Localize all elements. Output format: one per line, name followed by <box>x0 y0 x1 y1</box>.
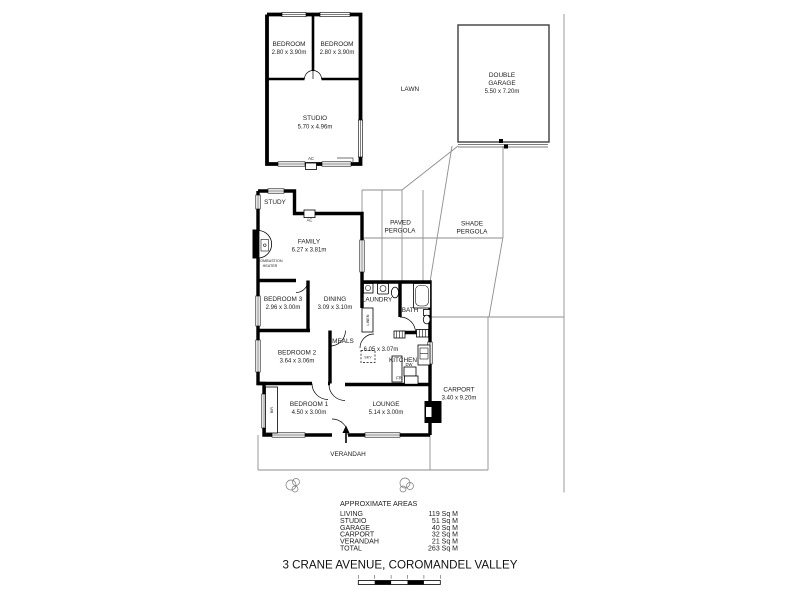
carport-dims: 3.40 x 9.20m <box>442 396 477 402</box>
house-exterior-walls <box>256 189 432 437</box>
dining-dims: 3.09 x 3.10m <box>318 305 353 311</box>
bir-label: BIR <box>270 407 274 413</box>
areas-header: APPROXIMATE AREAS <box>340 499 418 508</box>
study-label: STUDY <box>264 199 286 206</box>
kitchen-label: KITCHEN <box>389 357 417 364</box>
pergola-site-lines <box>361 145 504 318</box>
fridge-box <box>404 375 419 385</box>
laundry-label: LAUNDRY <box>362 297 393 304</box>
studio-ac-unit <box>305 162 317 170</box>
lawn-label: LAWN <box>401 86 420 93</box>
area-row-label: TOTAL <box>340 546 362 553</box>
scale-bar-ticks <box>358 575 441 579</box>
shade-pergola-label-1: SHADE <box>461 221 483 228</box>
areas-table: APPROXIMATE AREAS LIVING 119 Sq M STUDIO… <box>340 499 458 553</box>
dishwasher-box <box>403 366 417 377</box>
bedroom1-dims: 4.50 x 3.00m <box>292 410 327 416</box>
combustion-heater <box>252 229 273 259</box>
studio-bedroom-left-label: BEDROOM <box>272 41 305 48</box>
lounge-label: LOUNGE <box>373 401 400 408</box>
area-row-value: 263 Sq M <box>428 546 458 553</box>
built-in-robe <box>265 386 278 434</box>
door-swing-arcs <box>295 280 416 436</box>
main-house: COMBUSTION HEATER AC LINEN BIR <box>252 188 442 443</box>
bedroom1-label: BEDROOM 1 <box>290 401 329 408</box>
studio-label: STUDIO <box>303 115 327 122</box>
garage-label-1: DOUBLE <box>489 72 515 79</box>
area-row-label: STUDIO <box>340 518 367 525</box>
carport-label: CARPORT <box>443 387 474 394</box>
scale-bar-segment <box>374 580 392 585</box>
garage-dims: 5.50 x 7.20m <box>485 89 520 95</box>
scale-bar <box>357 575 441 585</box>
entry-door-arrow <box>342 425 350 443</box>
area-row-value: 32 Sq M <box>432 532 458 539</box>
garage-door-mark-2 <box>504 144 508 149</box>
bath-fixtures <box>390 283 431 325</box>
paved-pergola-label-1: PAVED <box>390 220 411 227</box>
house-interior-walls <box>258 278 430 387</box>
dining-label: DINING <box>324 296 346 303</box>
bedroom2-dims: 3.64 x 3.06m <box>280 359 315 365</box>
double-garage: DOUBLE GARAGE 5.50 x 7.20m <box>457 24 550 149</box>
laundry-fixtures <box>363 283 389 295</box>
site-layer: LAWN PAVED PERGOLA SHADE PERGOLA CARPORT… <box>257 14 565 493</box>
fridge-label: FR <box>396 376 402 381</box>
garage-outline <box>457 24 550 143</box>
garden-tree-left <box>285 478 300 493</box>
carport-verandah-lines <box>257 316 564 471</box>
garden-tree-right <box>399 477 414 493</box>
scale-bar-outline <box>357 580 441 585</box>
studio-double-door-arch <box>304 70 322 80</box>
area-row-label: VERANDAH <box>340 539 379 546</box>
page-title: 3 CRANE AVENUE, COROMANDEL VALLEY <box>283 559 518 572</box>
studio-ac-label: AC <box>308 156 314 161</box>
dishwasher-label: DW <box>406 362 413 367</box>
studio-interior-walls <box>267 14 361 81</box>
linen-label: LINEN <box>366 314 370 325</box>
combustion-heater-label-2: HEATER <box>263 264 278 268</box>
area-row-value: 21 Sq M <box>432 539 458 546</box>
area-row-label: LIVING <box>340 511 363 518</box>
area-row-label: GARAGE <box>340 525 370 532</box>
verandah-label: VERANDAH <box>330 451 366 458</box>
lounge-fireplace <box>424 401 442 423</box>
area-row-value: 40 Sq M <box>432 525 458 532</box>
studio-bedroom-right-label: BEDROOM <box>320 41 353 48</box>
lounge-dims: 5.14 x 3.00m <box>369 410 404 416</box>
linen-closet <box>361 307 374 333</box>
bedroom2-label: BEDROOM 2 <box>278 350 317 357</box>
family-label: FAMILY <box>298 239 321 246</box>
studio-door-step <box>337 157 354 163</box>
family-ac-label: AC <box>307 218 313 223</box>
area-row-value: 119 Sq M <box>429 511 459 518</box>
garage-label-2: GARAGE <box>488 80 515 87</box>
skylight-label: SKY <box>364 355 372 359</box>
family-ac-unit <box>303 209 316 218</box>
area-row-label: CARPORT <box>340 532 375 539</box>
studio-windows <box>277 12 363 167</box>
area-row-value: 51 Sq M <box>432 518 458 525</box>
garage-door-mark-1 <box>499 139 503 143</box>
meals-label: MEALS <box>332 338 354 345</box>
bedroom3-dims: 2.96 x 3.00m <box>266 305 301 311</box>
shade-pergola-label-2: PERGOLA <box>457 229 489 236</box>
bath-label: BATH <box>402 307 419 314</box>
skylight-box <box>360 350 376 363</box>
combustion-heater-label-1: COMBUSTION <box>258 259 283 263</box>
bedroom3-label: BEDROOM 3 <box>264 296 303 303</box>
family-dims: 6.27 x 3.81m <box>292 248 327 254</box>
scale-bar-segment <box>407 580 424 585</box>
studio-dims: 5.70 x 4.96m <box>298 125 333 131</box>
studio-building: AC BEDROOM 2.80 x 3.90m BEDROOM 2.80 x 3… <box>265 12 363 170</box>
garage-door-lines <box>458 144 548 148</box>
kitchen-dims: 6.05 x 3.07m <box>364 347 399 353</box>
studio-bedroom-left-dims: 2.80 x 3.90m <box>272 50 307 56</box>
kitchen-fixtures <box>360 329 431 385</box>
studio-bedroom-right-dims: 2.80 x 3.90m <box>320 50 355 56</box>
paved-pergola-label-2: PERGOLA <box>385 228 417 235</box>
